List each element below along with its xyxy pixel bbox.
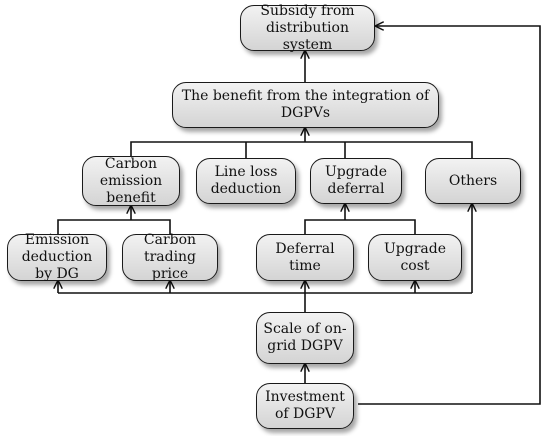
node-scale-of-on-grid-dgpv: Scale of on- grid DGPV xyxy=(256,312,354,364)
node-carbon-emission-benefit: Carbon emission benefit xyxy=(82,156,180,206)
line-level2-bus xyxy=(130,141,473,158)
node-upgrade-cost: Upgrade cost xyxy=(368,234,462,281)
line-deferral-up xyxy=(304,219,416,234)
node-emission-deduction: Emission deduction by DG xyxy=(7,232,107,282)
arrow-investment-to-subsidy xyxy=(358,26,541,405)
node-others: Others xyxy=(425,158,521,204)
node-carbon-trading-price: Carbon trading price xyxy=(122,232,218,282)
node-benefit: The benefit from the integration of DGPV… xyxy=(172,82,439,128)
node-upgrade-deferral: Upgrade deferral xyxy=(310,158,402,204)
node-subsidy: Subsidy from distribution system xyxy=(240,3,375,53)
node-investment-of-dgpv: Investment of DGPV xyxy=(256,383,354,429)
node-line-loss-deduction: Line loss deduction xyxy=(196,158,296,204)
node-deferral-time: Deferral time xyxy=(256,234,354,281)
line-emission-up xyxy=(57,219,171,234)
